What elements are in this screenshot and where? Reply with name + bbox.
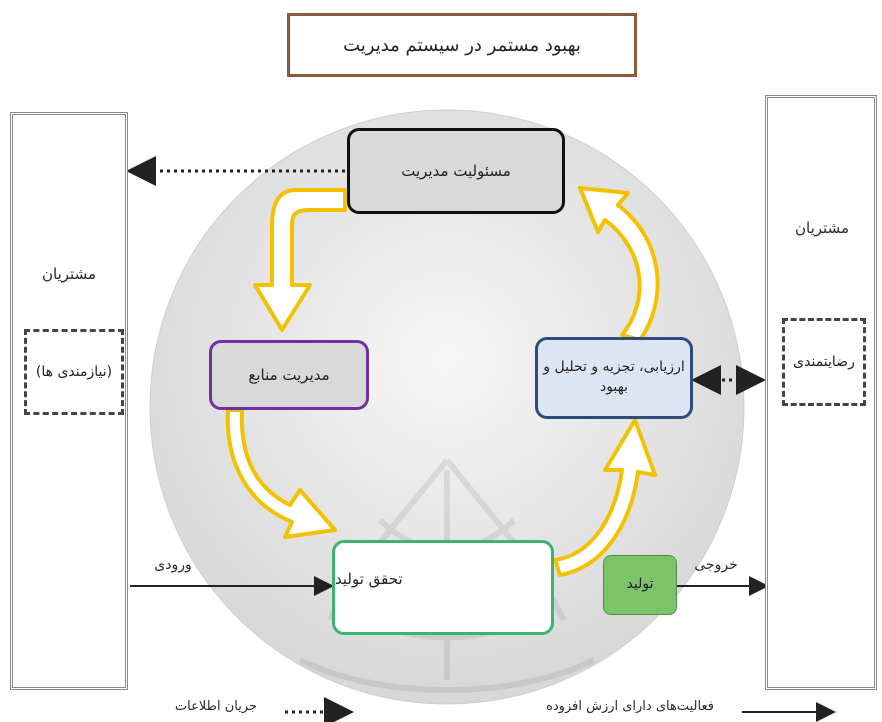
product-realization-label: تحقق تولید bbox=[335, 570, 403, 588]
legend-information-flow: جریان اطلاعات bbox=[174, 699, 258, 714]
cycle-arrows bbox=[225, 186, 660, 577]
left-customers-label: مشتریان bbox=[42, 265, 96, 283]
arrow-measure-to-mgmt bbox=[578, 186, 660, 342]
management-responsibility-box: مسئولیت مدیریت bbox=[347, 128, 565, 214]
arrow-realization-to-measure bbox=[553, 418, 657, 577]
output-label: خروجی bbox=[694, 557, 738, 573]
left-requirements-box: (نیازمندی ها) bbox=[24, 329, 124, 415]
input-label: ورودی bbox=[154, 557, 192, 573]
diagram-title: بهبود مستمر در سیستم مدیریت bbox=[287, 13, 637, 77]
measurement-analysis-box: ارزیابی، تجزیه و تحلیل و بهبود bbox=[535, 337, 693, 419]
resource-management-box: مدیریت منابع bbox=[209, 340, 369, 410]
arrow-resource-to-realization bbox=[225, 408, 337, 539]
right-satisfaction-box: رضایتمندی bbox=[782, 318, 866, 406]
legend-value-adding: فعالیت‌های دارای ارزش افزوده bbox=[546, 699, 714, 714]
product-box: تولید bbox=[603, 555, 677, 615]
product-realization-box: تحقق تولید bbox=[332, 540, 554, 635]
right-customers-label: مشتریان bbox=[795, 219, 849, 237]
arrow-mgmt-to-resource bbox=[253, 188, 347, 332]
